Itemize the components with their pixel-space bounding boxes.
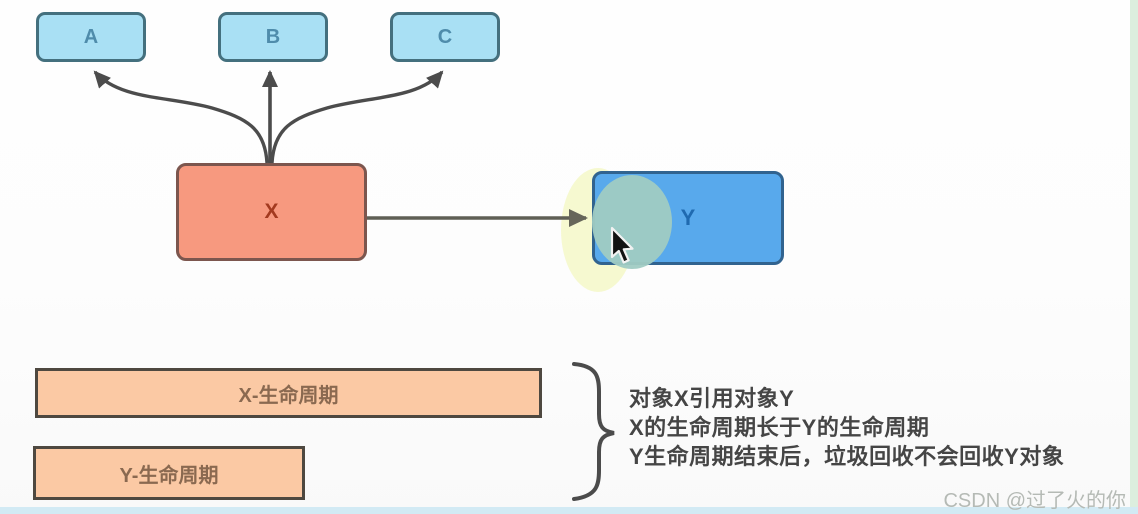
y-lifecycle-bar: Y-生命周期 xyxy=(33,446,305,500)
x-lifecycle-label: X-生命周期 xyxy=(238,384,339,407)
brace xyxy=(572,362,615,501)
right-edge-strip xyxy=(1130,0,1138,514)
annotation-notes: 对象X引用对象Y X的生命周期长于Y的生命周期 Y生命周期结束后，垃圾回收不会回… xyxy=(629,384,1064,471)
x-lifecycle-bar: X-生命周期 xyxy=(35,368,542,418)
note-line-2: X的生命周期长于Y的生命周期 xyxy=(629,415,930,440)
node-y-label: Y xyxy=(680,205,696,230)
node-x-label: X xyxy=(264,200,279,223)
bottom-edge-strip xyxy=(0,507,1138,514)
note-line-3: Y生命周期结束后，垃圾回收不会回收Y对象 xyxy=(629,444,1065,469)
node-a-label: A xyxy=(83,25,99,48)
arrow-x-to-c xyxy=(270,70,444,164)
node-a: A xyxy=(36,12,146,62)
node-b-label: B xyxy=(265,25,281,48)
arrow-x-to-a xyxy=(93,70,269,164)
node-c: C xyxy=(390,12,500,62)
y-lifecycle-label: Y-生命周期 xyxy=(119,464,219,487)
node-b: B xyxy=(218,12,328,62)
node-c-label: C xyxy=(437,25,453,48)
node-x: X xyxy=(176,163,367,261)
note-line-1: 对象X引用对象Y xyxy=(629,386,795,411)
node-y: Y xyxy=(592,171,784,265)
csdn-watermark: CSDN @过了火的你 xyxy=(943,490,1126,512)
